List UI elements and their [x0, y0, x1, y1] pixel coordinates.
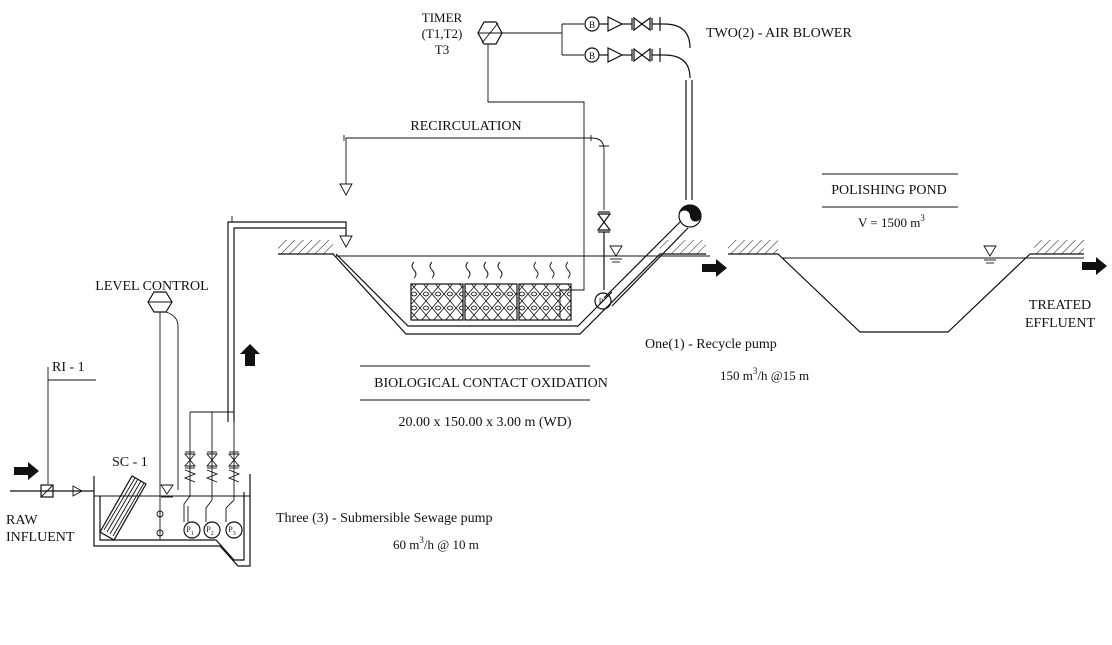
- polishing-pond-label: POLISHING POND: [831, 183, 947, 198]
- flow-meter-icon: [40, 484, 54, 498]
- bco-inlet-arrow-icon: [339, 235, 353, 248]
- svg-text:P3: P3: [228, 525, 235, 537]
- pond-volume-label: V = 1500 m3: [858, 213, 925, 230]
- air-diffuser-icon: [678, 204, 702, 228]
- recirculation-valve: [596, 211, 612, 290]
- timer-label-line1: TIMER: [422, 10, 463, 25]
- recirculation-label: RECIRCULATION: [410, 119, 521, 134]
- treated-effluent-line1: TREATED: [1029, 298, 1091, 313]
- raw-influent-line2: INFLUENT: [6, 530, 75, 545]
- wet-well-outline: [93, 474, 251, 567]
- contact-media-block-2: [464, 283, 518, 321]
- submersible-pump-label: Three (3) - Submersible Sewage pump: [276, 511, 493, 526]
- timer: [477, 21, 503, 45]
- raw-influent-line1: RAW: [6, 513, 38, 528]
- submersible-pump-1: P1: [183, 521, 201, 539]
- contact-media-block-1: [410, 283, 464, 321]
- level-control-line: [159, 311, 179, 540]
- svg-text:P: P: [599, 297, 604, 306]
- bco-level-marker: [609, 245, 623, 257]
- flow-arrow-to-pond-icon: [702, 259, 727, 277]
- air-supply-pipe: [685, 80, 693, 200]
- aeration-bubbles-icon: [411, 261, 571, 279]
- timer-label-line3: T3: [435, 42, 449, 57]
- svg-text:P2: P2: [206, 525, 213, 537]
- svg-text:B: B: [589, 51, 595, 61]
- bco-tank-outline: [278, 253, 706, 335]
- influent-check-icon: [72, 485, 83, 497]
- bco-title: BIOLOGICAL CONTACT OXIDATION: [374, 376, 608, 391]
- pump-discharge-risers: [183, 452, 235, 522]
- level-control-label: LEVEL CONTROL: [95, 279, 208, 294]
- recirculation-outlet-icon: [339, 183, 353, 196]
- upflow-arrow-icon: [240, 344, 260, 366]
- air-blower-2: B: [584, 47, 691, 79]
- influent-arrow-icon: [14, 462, 39, 480]
- polishing-pond-outline: [728, 253, 1084, 333]
- recycle-pump-spec: 150 m3/h @15 m: [720, 366, 809, 383]
- bco-dimensions: 20.00 x 150.00 x 3.00 m (WD): [398, 415, 571, 430]
- pond-level-marker: [983, 245, 997, 257]
- submersible-pump-2: P2: [203, 521, 221, 539]
- pond-hatch-right: [1034, 240, 1084, 254]
- svg-text:P1: P1: [186, 525, 193, 537]
- ri1-label: RI - 1: [52, 360, 85, 375]
- timer-control-line: [487, 44, 585, 318]
- treated-effluent-line2: EFFLUENT: [1025, 316, 1095, 331]
- pond-hatch-left: [728, 240, 778, 254]
- recycle-pump-label: One(1) - Recycle pump: [645, 337, 777, 352]
- timer-signal-line: [502, 24, 563, 55]
- ground-hatch-left: [278, 240, 333, 254]
- recirculation-line: [345, 137, 605, 210]
- pump-valves-icon: [183, 451, 241, 483]
- ri1-line: [47, 367, 96, 484]
- timer-label-line2: (T1,T2): [422, 26, 463, 41]
- treated-effluent-arrow-icon: [1082, 257, 1107, 275]
- svg-text:B: B: [589, 20, 595, 30]
- recycle-pump: P: [594, 292, 612, 310]
- submersible-pump-3: P3: [225, 521, 243, 539]
- submersible-pump-spec: 60 m3/h @ 10 m: [393, 535, 479, 552]
- contact-media-block-3: [518, 283, 572, 321]
- level-control-icon: [147, 291, 173, 313]
- air-blower-1: B: [584, 16, 691, 49]
- air-blower-label: TWO(2) - AIR BLOWER: [706, 26, 852, 41]
- air-diagonal-pipe: [603, 221, 689, 307]
- wet-well-level-marker: [160, 484, 174, 495]
- bar-screen-icon: [99, 475, 147, 541]
- ground-hatch-right: [660, 240, 706, 254]
- sc1-label: SC - 1: [112, 455, 148, 470]
